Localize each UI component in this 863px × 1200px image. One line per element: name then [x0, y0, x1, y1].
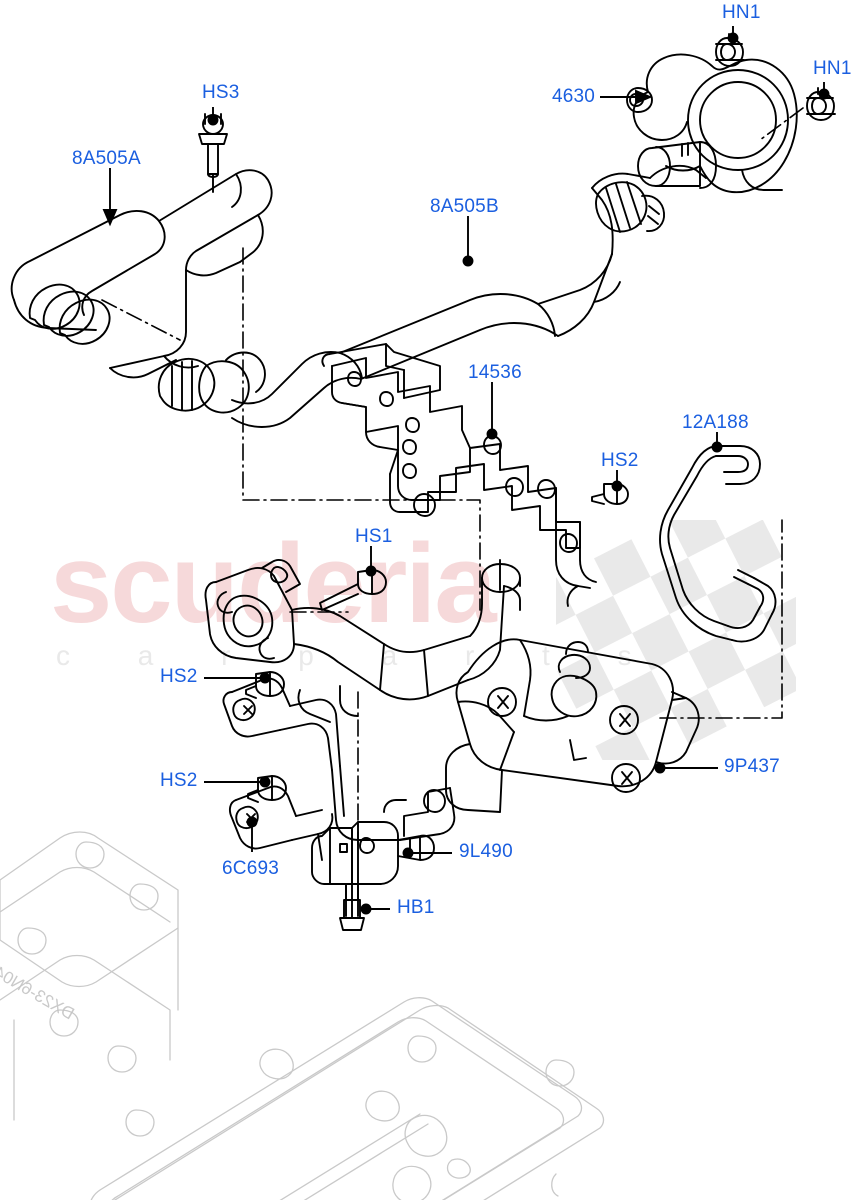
callout-label-4630[interactable]: 4630	[552, 86, 596, 107]
bolt-hb1-shape	[339, 883, 365, 931]
engine-block-ghost	[0, 831, 605, 1200]
callout-label-6c693[interactable]: 6C693	[222, 858, 279, 879]
callout-label-hs2-right[interactable]: HS2	[601, 450, 639, 471]
pump-body-9p437-shape	[445, 638, 700, 813]
screw-hs2-left-upper-shape	[245, 671, 285, 699]
bolt-hs3-shape	[198, 113, 228, 193]
callout-label-9l490[interactable]: 9L490	[459, 841, 513, 862]
tube-assembly-6c693-shape	[204, 558, 521, 723]
hose-8a505b-shape	[231, 164, 707, 428]
callout-label-9p437[interactable]: 9P437	[724, 756, 780, 777]
callout-label-12a188[interactable]: 12A188	[682, 412, 749, 433]
hose-8a505a-shape	[10, 169, 273, 414]
screw-hs2-right-shape	[591, 483, 629, 505]
callout-label-hs1[interactable]: HS1	[355, 526, 393, 547]
assembly-axis-lines	[101, 107, 804, 846]
callout-label-8a505a[interactable]: 8A505A	[72, 148, 141, 169]
callout-label-hn1-top[interactable]: HN1	[722, 2, 761, 23]
callout-label-hs3[interactable]: HS3	[202, 82, 240, 103]
callout-label-hs2-left-lower[interactable]: HS2	[160, 770, 198, 791]
air-pump-4630-shape	[626, 33, 836, 194]
screw-hs1-shape	[319, 569, 387, 611]
callout-label-14536[interactable]: 14536	[468, 362, 522, 383]
screw-hs2-left-lower-shape	[247, 775, 287, 803]
vacuum-tube-12a188-shape	[659, 445, 777, 643]
callout-label-hs2-left-upper[interactable]: HS2	[160, 666, 198, 687]
solenoid-valve-9l490-shape	[311, 799, 435, 885]
bracket-14536-shape	[321, 343, 597, 607]
callout-label-hb1[interactable]: HB1	[397, 897, 435, 918]
callout-label-8a505b[interactable]: 8A505B	[430, 196, 499, 217]
callout-label-hn1-right[interactable]: HN1	[813, 58, 852, 79]
lower-bracket-shape	[222, 677, 456, 861]
